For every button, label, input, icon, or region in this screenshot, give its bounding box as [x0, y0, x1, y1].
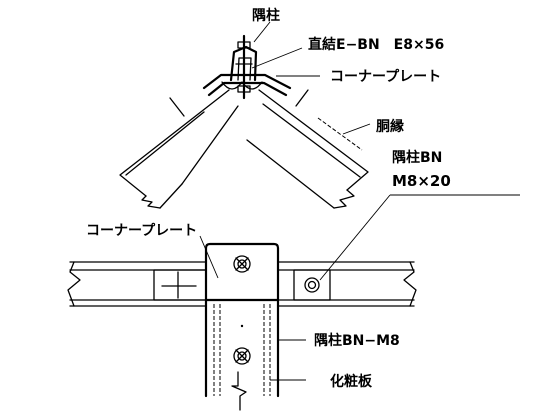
leader-corner-plate-left — [199, 235, 219, 279]
decorative-panel-label: 化粧板 — [330, 373, 373, 390]
corner-plate-plan — [204, 242, 280, 302]
top-corner-detail — [119, 21, 371, 209]
center-mark — [240, 324, 244, 328]
bottom-plan-detail — [67, 194, 520, 411]
left-furring-horizontal — [67, 261, 207, 307]
corner-bolt-label-line1: 隅柱BN — [392, 149, 442, 166]
leader-corner-bolt — [319, 194, 391, 281]
leader-furring — [342, 123, 371, 135]
corner-post-label: 隅柱 — [252, 7, 280, 24]
bolt-head-icon — [233, 347, 251, 365]
right-furring-member — [246, 89, 369, 209]
corner-bolt-m8-label: 隅柱BN−M8 — [314, 332, 400, 349]
bolt-head-icon — [233, 255, 251, 273]
corner-plate-left-label: コーナープレート — [86, 223, 197, 239]
leader-corner-post — [253, 21, 271, 43]
furring-label: 胴縁 — [376, 118, 404, 135]
direct-bolt-label: 直結E−BN E8×56 — [308, 36, 444, 53]
decorative-panel-post — [204, 298, 280, 411]
corner-plate-top-label: コーナープレート — [330, 69, 441, 85]
left-furring-member — [119, 89, 239, 209]
corner-bolt-label-line2: M8×20 — [392, 172, 451, 190]
corner-post-top — [229, 34, 258, 100]
leader-direct-bolt — [251, 47, 303, 69]
right-furring-horizontal — [277, 261, 417, 307]
